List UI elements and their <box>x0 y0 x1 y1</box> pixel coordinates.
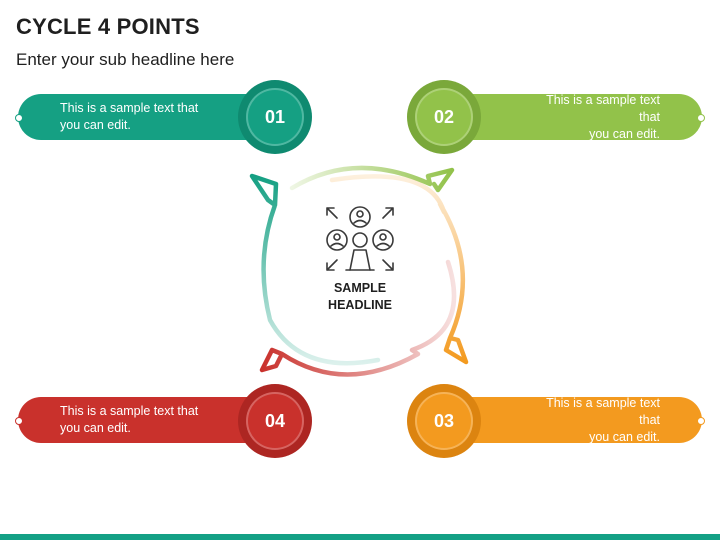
point-04-text-line2: you can edit. <box>60 421 131 435</box>
point-01-text-line1: This is a sample text that <box>60 101 199 115</box>
point-02-pill: This is a sample text that you can edit. <box>440 92 705 141</box>
point-03-badge: 03 <box>407 384 481 458</box>
point-01-text-line2: you can edit. <box>60 118 131 132</box>
arrow-teal <box>249 173 381 366</box>
point-04-pill: This is a sample text that you can edit. <box>15 397 280 443</box>
point-03-text-line2: you can edit. <box>589 429 660 444</box>
arrow-red <box>259 259 457 377</box>
pill-dot <box>15 417 23 425</box>
page-subtitle: Enter your sub headline here <box>16 50 235 69</box>
point-01-pill: This is a sample text that you can edit. <box>15 94 280 140</box>
arrow-green <box>289 165 455 193</box>
footer-bar <box>0 534 720 540</box>
point-03-pill: This is a sample text that you can edit. <box>440 395 705 444</box>
center-headline-line1: SAMPLE <box>333 281 387 295</box>
point-03-text-line1: This is a sample text that <box>546 395 660 427</box>
center-headline-line2: HEADLINE <box>328 298 392 312</box>
point-02-number: 02 <box>415 88 473 146</box>
point-01-number: 01 <box>246 88 304 146</box>
people-network-icon <box>326 206 394 271</box>
point-02-badge: 02 <box>407 80 481 154</box>
pill-dot <box>697 114 705 122</box>
point-03-number: 03 <box>415 392 473 450</box>
point-02-text-line1: This is a sample text that <box>546 92 660 124</box>
point-02-text-line2: you can edit. <box>589 126 660 141</box>
point-01-badge: 01 <box>238 80 312 154</box>
pill-dot <box>697 417 705 425</box>
page-title: CYCLE 4 POINTS <box>16 14 200 39</box>
point-04-badge: 04 <box>238 384 312 458</box>
center-headline: SAMPLE HEADLINE <box>300 280 420 314</box>
arrow-orange <box>329 174 469 365</box>
point-04-text-line1: This is a sample text that <box>60 404 199 418</box>
pill-dot <box>15 114 23 122</box>
point-04-number: 04 <box>246 392 304 450</box>
